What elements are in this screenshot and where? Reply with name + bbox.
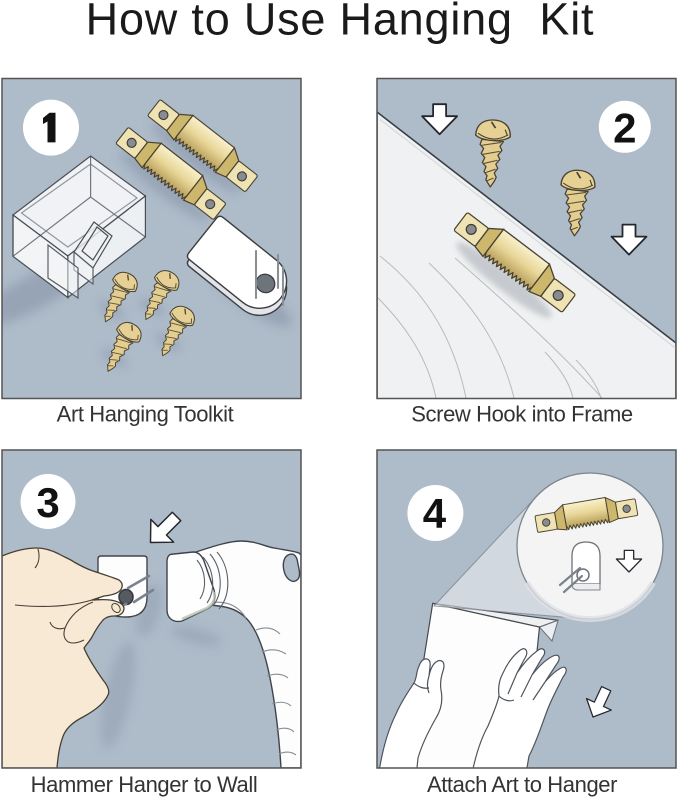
svg-text:How to Use Hanging Kit: How to Use Hanging Kit [86, 0, 595, 45]
svg-text:4: 4 [423, 490, 447, 537]
svg-text:3: 3 [36, 479, 59, 526]
svg-text:Attach Art to Hanger: Attach Art to Hanger [427, 772, 617, 797]
svg-text:Hammer Hanger to Wall: Hammer Hanger to Wall [31, 772, 258, 797]
svg-text:Screw Hook into Frame: Screw Hook into Frame [411, 402, 633, 427]
svg-text:2: 2 [613, 105, 636, 152]
svg-text:Art Hanging Toolkit: Art Hanging Toolkit [57, 402, 234, 427]
